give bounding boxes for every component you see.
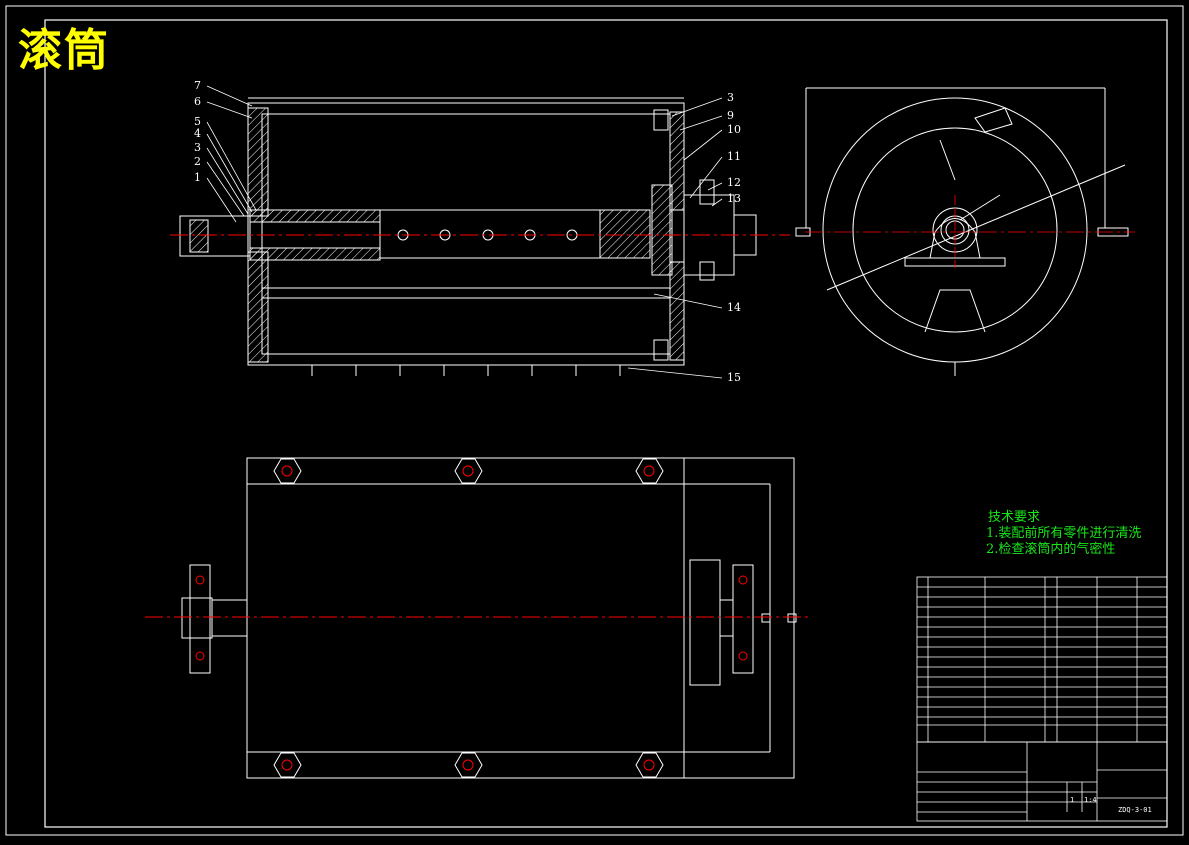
inner-frame [44,19,1168,828]
balloon-left-1: 6 [194,95,201,108]
left-end-plate [247,107,269,217]
leaders-right [627,97,723,379]
inner-drum-circle [852,127,1058,333]
balloon-left-3: 4 [194,127,201,140]
hex-bolts [273,458,664,778]
title-block-text: 1 1:4 ZDQ-3-01 [1070,796,1152,814]
balloon-right-6: 14 [727,301,741,314]
right-end-plate [669,111,685,211]
balloon-left-2: 5 [194,115,201,128]
balloon-right-4: 12 [727,176,741,189]
balloon-left-6: 1 [194,171,201,184]
tech-requirement-1: 1.装配前所有零件进行清洗 [986,526,1142,541]
side-view [795,87,1129,376]
balloon-right-5: 13 [727,192,741,205]
balloon-right-2: 10 [727,123,741,136]
balloon-right-3: 11 [727,150,741,163]
balloon-left-0: 7 [194,79,201,92]
tech-requirements-heading: 技术要求 [988,510,1041,525]
bottom-studs [311,365,621,376]
tech-requirement-2: 2.检查滚筒内的气密性 [986,542,1116,557]
scale-value: 1:4 [1084,796,1097,804]
title-block [916,741,1168,822]
leaders-left [206,85,257,223]
balloons: 7 6 5 4 3 2 1 3 9 10 11 12 13 14 15 [194,79,741,384]
balloon-right-0: 3 [727,91,734,104]
balloon-right-1: 9 [727,109,734,122]
balloon-left-5: 2 [194,155,201,168]
tech-requirements: 技术要求 1.装配前所有零件进行清洗 2.检查滚筒内的气密性 [986,510,1141,558]
top-view [181,457,797,779]
front-section-view [179,97,757,376]
drawing-title: 滚筒 [18,25,110,76]
bolt-holes [195,465,748,771]
balloon-left-4: 3 [194,141,201,154]
balloon-right-7: 15 [727,371,741,384]
bom-table [916,576,1168,743]
top-plate [246,457,685,779]
drawing-number: ZDQ-3-01 [1118,806,1152,814]
quantity-value: 1 [1070,796,1074,804]
outer-frame [5,5,1184,836]
